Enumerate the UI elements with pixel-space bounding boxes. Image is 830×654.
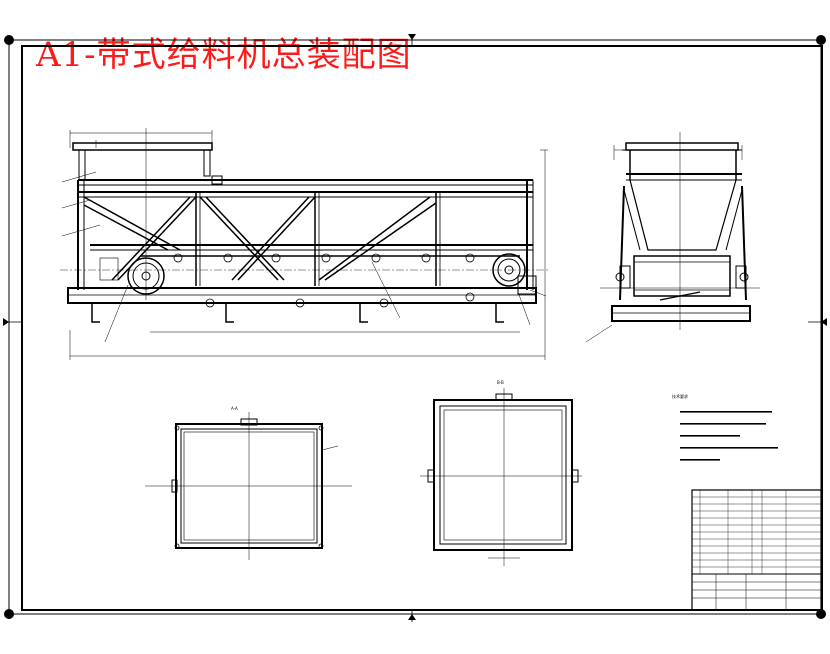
section-a-view bbox=[145, 412, 352, 560]
technical-requirements: 技术要求 bbox=[672, 393, 778, 461]
section-b-view bbox=[420, 388, 582, 566]
front-elevation-view bbox=[60, 128, 550, 360]
side-elevation-view bbox=[585, 132, 760, 343]
section-a-label: A-A bbox=[231, 406, 238, 411]
sheet-border bbox=[8, 39, 823, 615]
section-b-label: B-B bbox=[497, 380, 504, 385]
drawing-title: A1-带式给料机总装配图 bbox=[36, 35, 412, 75]
title-block bbox=[691, 489, 822, 611]
tech-requirements-heading: 技术要求 bbox=[672, 393, 688, 399]
requirement-lines bbox=[680, 411, 778, 461]
